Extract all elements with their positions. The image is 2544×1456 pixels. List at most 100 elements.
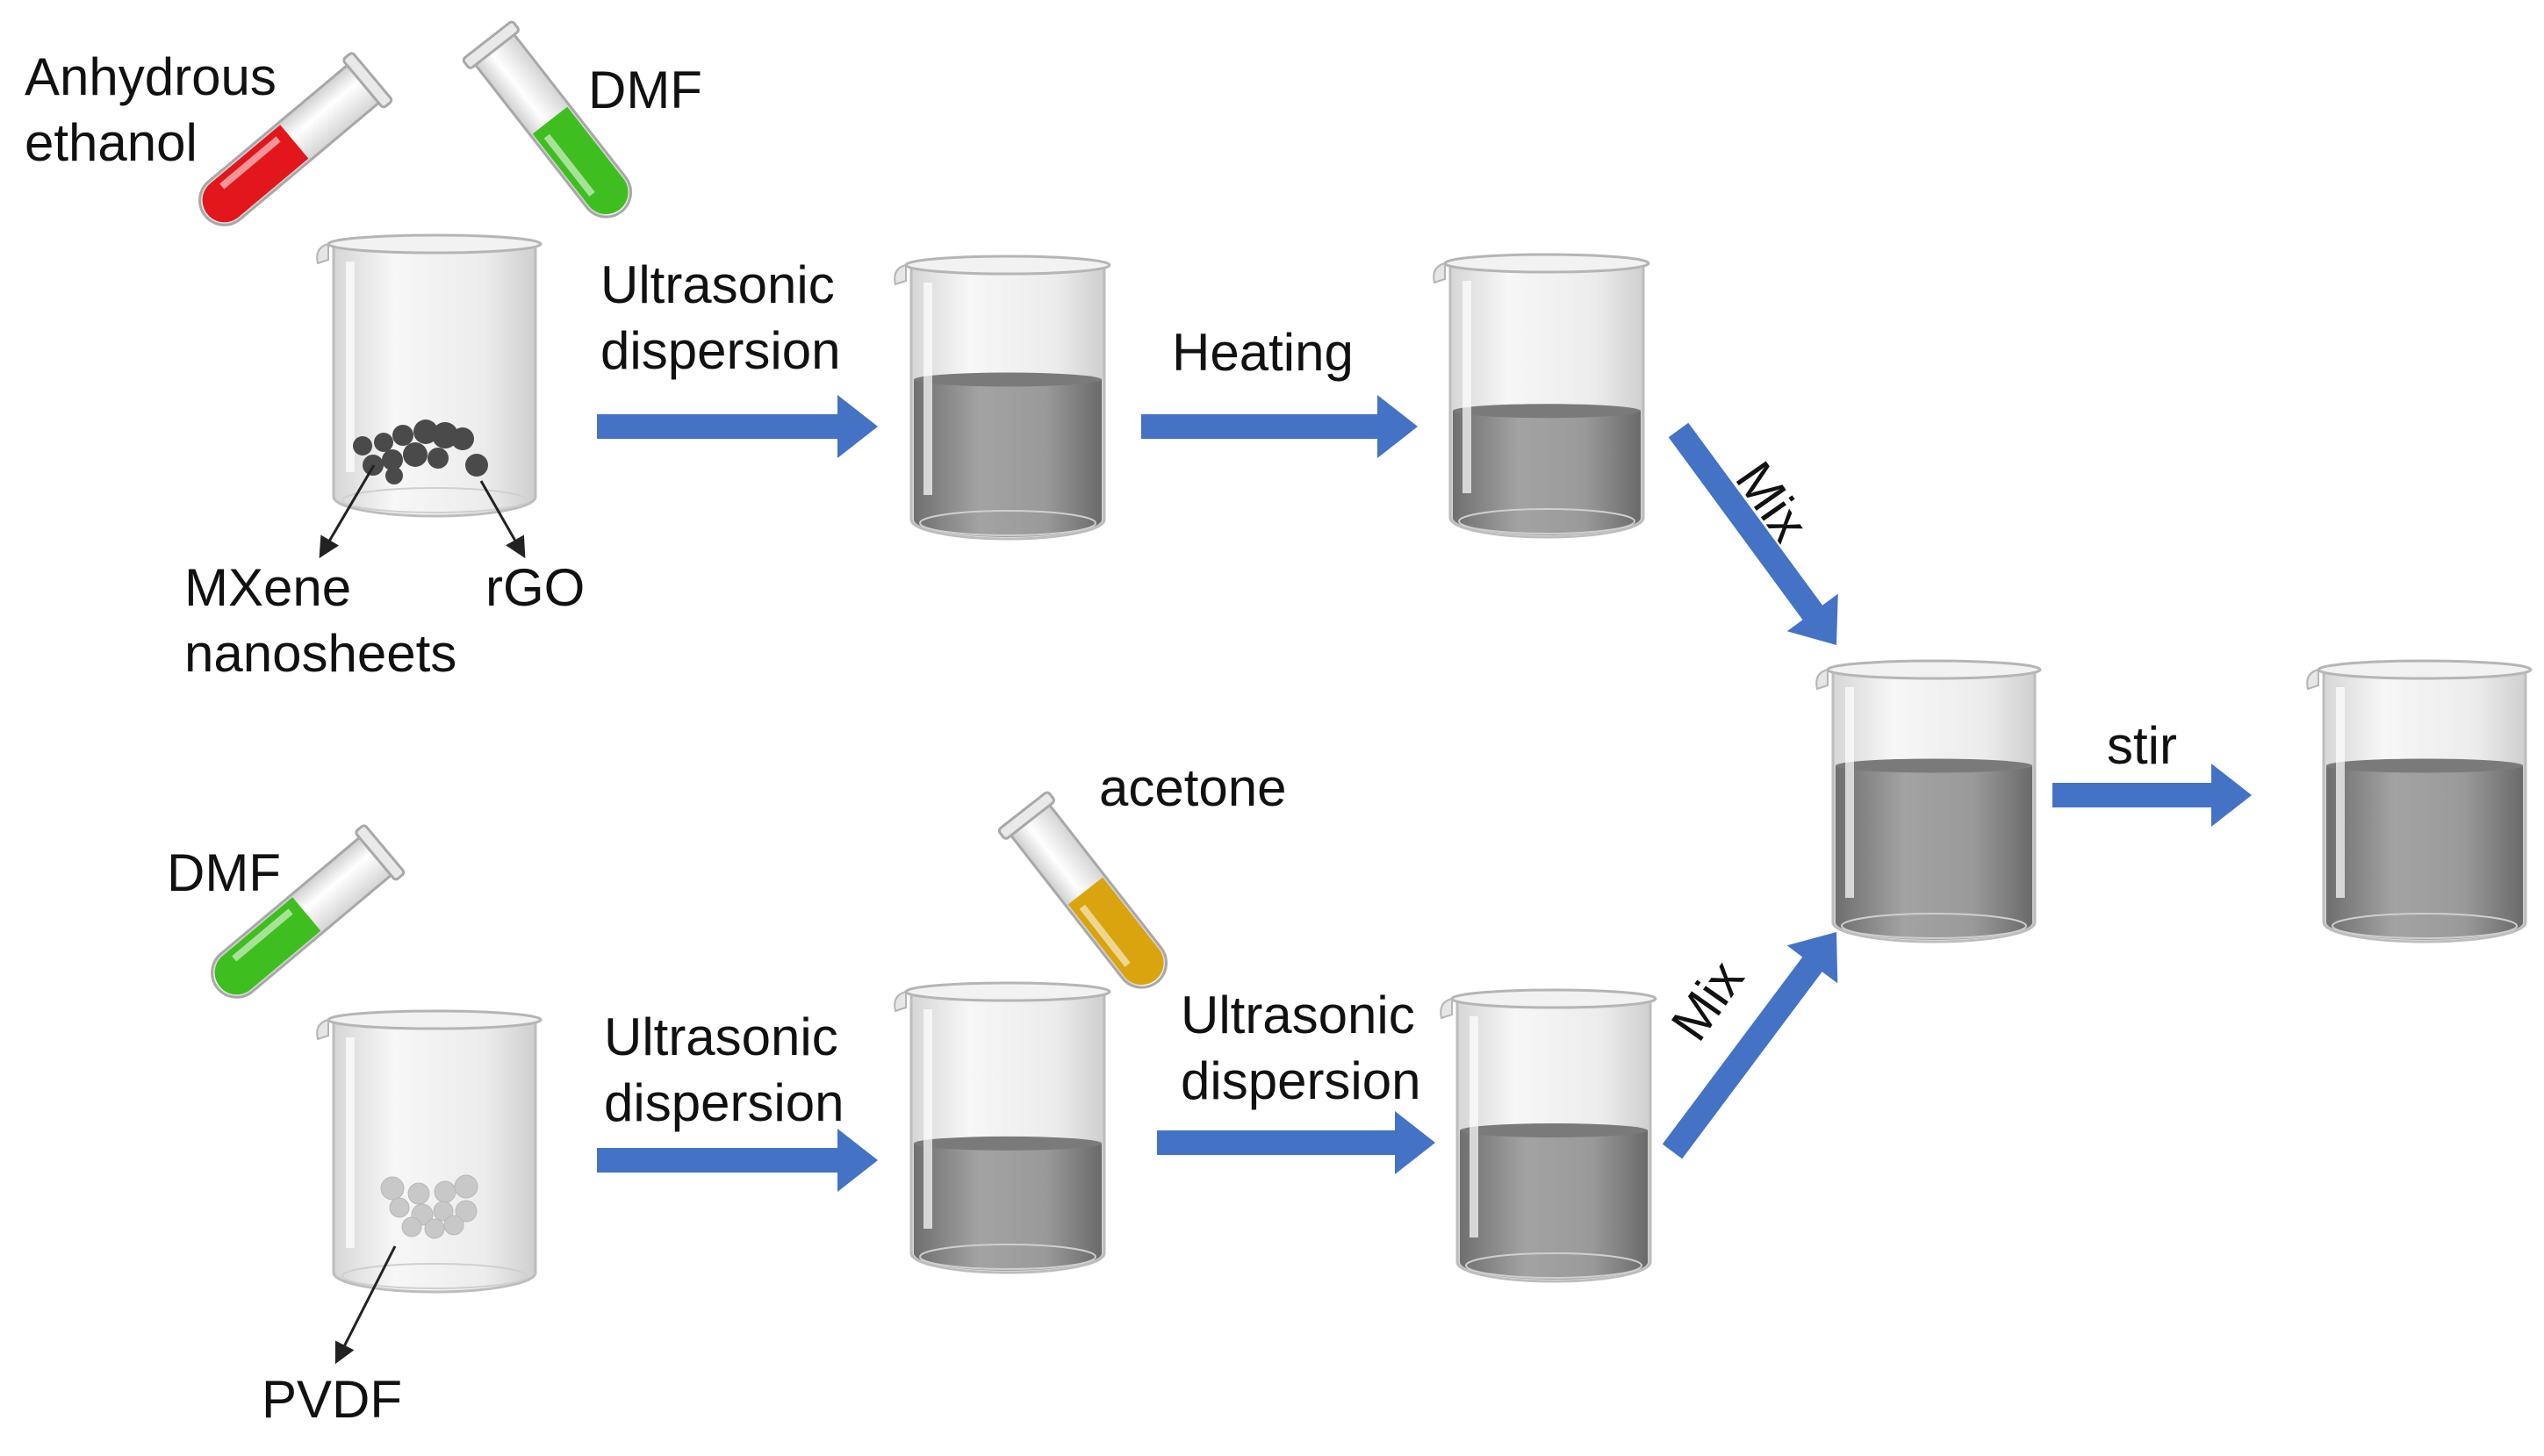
tube-dmf-top — [462, 20, 633, 219]
glass-highlight — [923, 1009, 932, 1229]
beaker-spout — [1433, 262, 1446, 284]
mxene-rgo-particle — [382, 449, 403, 470]
tube-highlight — [232, 908, 293, 962]
tube-highlight — [1079, 904, 1131, 967]
pvdf-particle — [443, 1215, 464, 1236]
beaker-mixed — [1815, 659, 2042, 943]
tube-dmf-bottom — [211, 824, 406, 999]
beaker-2-top — [894, 255, 1111, 541]
beaker-3-top — [1433, 253, 1650, 539]
beakers — [316, 233, 2533, 1294]
pvdf-particle — [401, 1216, 422, 1237]
tube-lip — [342, 52, 393, 109]
pvdf-particle — [389, 1197, 410, 1218]
arrow-stir — [2052, 764, 2252, 827]
mxene-rgo-particle — [353, 436, 372, 455]
label-dmf-top: DMF — [588, 61, 702, 119]
beaker-spout — [2306, 668, 2319, 691]
label-stir: stir — [2107, 716, 2177, 775]
beaker-2-bottom — [894, 981, 1111, 1274]
glass-highlight — [1462, 281, 1471, 493]
label-dispersion-br: dispersion — [1181, 1051, 1421, 1110]
tube-lip — [355, 824, 406, 881]
tube-highlight — [543, 133, 595, 197]
glass-highlight — [1470, 1016, 1478, 1237]
beaker-rim — [2317, 659, 2533, 680]
label-anhydrous: Anhydrous — [25, 47, 277, 106]
label-mix-top: Mix — [1724, 451, 1819, 552]
beaker-rim — [904, 255, 1111, 276]
pointer-pvdf — [334, 1245, 397, 1365]
beaker-spout — [316, 1018, 329, 1041]
glass-highlight — [346, 1037, 355, 1248]
liquid — [914, 1143, 1102, 1271]
pvdf-particle — [455, 1200, 478, 1223]
beaker-spout — [1440, 997, 1453, 1020]
beaker-final — [2306, 659, 2533, 943]
liquid — [1836, 765, 2032, 940]
mxene-rgo-particle — [392, 425, 413, 446]
label-mxene: MXene — [184, 558, 351, 617]
arrow-mix-top — [1668, 422, 1838, 646]
beaker-3-bottom — [1440, 988, 1657, 1283]
liquid-surface — [914, 1136, 1102, 1151]
arrow-ultrasonic-top — [597, 395, 878, 458]
tube-highlight — [219, 136, 281, 190]
process-arrows — [597, 395, 2252, 1192]
beaker-spout — [316, 242, 329, 265]
glass-highlight — [923, 283, 932, 495]
pvdf-particle — [434, 1180, 456, 1203]
mxene-rgo-particle — [374, 433, 393, 452]
tube-ethanol — [198, 52, 393, 226]
beaker-spout — [894, 263, 907, 286]
beaker-1-mxene-rgo — [316, 233, 543, 518]
pvdf-particle — [454, 1174, 478, 1199]
beaker-rim — [1450, 988, 1657, 1009]
pointer-rgo — [479, 480, 526, 559]
liquid-surface — [1460, 1123, 1648, 1137]
liquid — [1460, 1130, 1648, 1280]
mxene-rgo-particle — [385, 467, 403, 484]
beaker-base — [1458, 508, 1635, 534]
beaker-spout — [1815, 668, 1829, 691]
label-ultrasonic-top: Ultrasonic — [600, 255, 835, 314]
pointer-mxene — [319, 464, 376, 559]
label-ultrasonic-bl: Ultrasonic — [604, 1008, 838, 1066]
liquid — [914, 379, 1102, 537]
beaker-spout — [894, 990, 907, 1013]
glass-highlight — [1845, 687, 1854, 898]
liquid-surface — [1836, 758, 2032, 773]
beaker-icon — [332, 1018, 537, 1294]
mxene-rgo-particle — [465, 454, 488, 477]
beaker-base — [2332, 913, 2518, 939]
mxene-rgo-particle — [403, 442, 428, 467]
tube-acetone — [997, 791, 1168, 989]
beaker-base — [919, 1244, 1096, 1270]
pvdf-particle — [380, 1176, 405, 1201]
pvdf-particle — [407, 1182, 430, 1205]
beaker-base — [341, 1263, 528, 1289]
arrow-ultrasonic-br — [1157, 1111, 1435, 1174]
label-ethanol: ethanol — [25, 113, 198, 172]
label-heating: Heating — [1172, 323, 1354, 382]
liquid — [1453, 411, 1641, 535]
label-nanosheets: nanosheets — [184, 624, 456, 683]
beaker-base — [341, 487, 528, 513]
label-dmf-bottom: DMF — [167, 843, 281, 902]
mxene-rgo-particle — [413, 420, 438, 444]
tube-liquid — [532, 106, 629, 214]
label-dispersion-bl: dispersion — [604, 1073, 844, 1132]
beaker-icon — [332, 242, 537, 518]
mxene-rgo-particle — [451, 427, 474, 450]
pvdf-particle — [433, 1201, 454, 1222]
label-acetone: acetone — [1099, 758, 1287, 817]
beaker-base — [1841, 913, 2027, 939]
pointer-lines — [319, 464, 526, 1365]
tube-liquid — [202, 125, 309, 223]
tube-liquid — [214, 897, 321, 995]
glass-highlight — [346, 262, 355, 472]
arrow-mix-bottom — [1662, 932, 1838, 1159]
label-mix-bottom: Mix — [1660, 950, 1755, 1051]
beaker-1-pvdf — [316, 1009, 543, 1294]
beaker-base — [1465, 1252, 1642, 1279]
